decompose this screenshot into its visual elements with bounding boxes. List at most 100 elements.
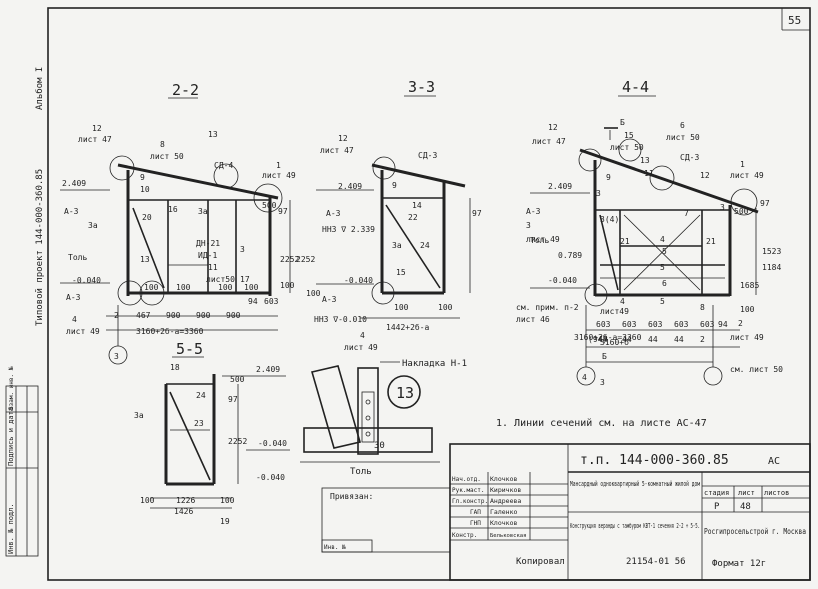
node-title: 13 xyxy=(396,384,414,402)
annotation-label: 12 xyxy=(700,171,710,180)
annotation-label: 13 xyxy=(140,255,150,264)
annotation-label: 20 xyxy=(142,213,152,222)
annotation-label: 3 xyxy=(596,189,601,198)
annotation-label: 100 xyxy=(280,281,295,290)
brace xyxy=(169,391,211,481)
annotation-label: 900 xyxy=(166,311,181,320)
strip-sign-label: Подпись и дата xyxy=(7,407,15,466)
annotation-label: 3 xyxy=(600,378,605,387)
annotation-label: Толь xyxy=(350,467,372,477)
annotation-label: 13 xyxy=(208,130,218,139)
annotation-label: 94 xyxy=(248,297,258,306)
annotation-label: лист 47 xyxy=(78,135,112,144)
project-label: Типовой проект 144-000-360.85 xyxy=(35,169,45,326)
callout-circle xyxy=(730,188,758,216)
bolt xyxy=(365,399,371,405)
annotation-label: 4 xyxy=(660,235,665,244)
annotation-label: лист 50 xyxy=(610,143,644,152)
annotation-label: 3 xyxy=(240,245,245,254)
annotation-label: 3160+2б-а=3360 xyxy=(574,332,642,342)
annotation-label: 9 xyxy=(392,181,397,190)
annotation-label: 100 xyxy=(140,496,155,505)
doc-suffix: АС xyxy=(768,456,780,467)
annotation-label: 8 xyxy=(160,140,165,149)
annotation-label: 100 xyxy=(244,283,259,292)
annotation-label: 11 xyxy=(644,169,654,178)
annotation-label: 900 xyxy=(226,311,241,320)
title-line-1: Мансардный одноквартирный 5-комнатный жи… xyxy=(570,480,701,488)
role-label: ГНП xyxy=(470,520,481,527)
annotation-label: 1 xyxy=(740,160,745,169)
annotation-label: 10 xyxy=(140,185,150,194)
callout-circle xyxy=(253,183,283,213)
annotation-label: СД-3 xyxy=(418,151,437,160)
annotation-label: 2252 xyxy=(228,437,247,446)
annotation-label: -0.040 xyxy=(548,276,577,285)
annotation-label: 3а xyxy=(392,241,402,250)
person-name: Галенко xyxy=(490,508,517,516)
annotation-label: 2252 xyxy=(296,255,315,264)
annotation-label: 3160+2б-а=3360 xyxy=(136,326,204,336)
annotation-label: 30 xyxy=(374,441,385,451)
annotation-label: 100 xyxy=(306,289,321,298)
annotation-label: -0.040 xyxy=(258,439,287,448)
annotation-label: 100 xyxy=(220,496,235,505)
annotation-label: 14 xyxy=(412,201,422,210)
callout-circle xyxy=(109,155,135,181)
annotation-label: лист 49 xyxy=(730,171,764,180)
annotation-label: лист 47 xyxy=(532,137,566,146)
annotation-label: 8 xyxy=(700,303,705,312)
axis-marker xyxy=(703,366,723,386)
annotation-label: 1685 xyxy=(740,281,759,290)
annotation-label: 100 xyxy=(438,303,453,312)
annotation-label: 603 xyxy=(648,320,663,329)
annotation-label: 1426 xyxy=(174,507,193,516)
annotation-label: 2 xyxy=(114,311,119,320)
role-label: ГАП xyxy=(470,509,481,516)
annotation-label: 3а xyxy=(134,411,144,420)
annotation-label: СД-4 xyxy=(214,161,233,170)
annotation-label: лист49 xyxy=(600,307,629,316)
sheet-header: лист xyxy=(738,489,755,497)
title-line-2: Конструкция веранды с тамбуром КВТ-1 сеч… xyxy=(570,522,700,530)
annotation-label: 603 xyxy=(264,297,279,306)
copied-label: Копировал xyxy=(516,557,565,567)
person-name: Бельковская xyxy=(490,533,526,539)
annotation-label: 97 xyxy=(228,395,238,404)
annotation-label: 100 xyxy=(740,305,755,314)
annotation-label: 1184 xyxy=(762,263,781,272)
inv-label: Инв. № xyxy=(324,544,346,551)
roof-rafter xyxy=(117,163,279,200)
annotation-label: 5 xyxy=(662,247,667,256)
annotation-label: Толь xyxy=(530,236,549,245)
annotation-label: -0.040 xyxy=(72,276,101,285)
annotation-label: 97 xyxy=(472,209,482,218)
org-name: Росгипросельстрой г. Москва xyxy=(704,527,806,536)
left-strip xyxy=(5,385,39,557)
brace xyxy=(385,204,441,289)
annotation-label: 44 xyxy=(674,335,684,344)
annotation-label: 3а xyxy=(88,221,98,230)
annotation-label: 5 xyxy=(660,297,665,306)
annotation-label: Б xyxy=(620,118,625,127)
annotation-label: 15 xyxy=(396,268,406,277)
person-name: Клочков xyxy=(490,475,517,483)
annotation-label: 13 xyxy=(640,156,650,165)
doc-code: т.п. 144-000-360.85 xyxy=(580,453,729,468)
brace xyxy=(599,214,619,291)
callout-circle xyxy=(371,281,395,305)
annotation-label: лист 49 xyxy=(526,235,560,244)
annotation-label: лист 50 xyxy=(150,152,184,161)
annotation-label: лист 49 xyxy=(730,333,764,342)
inventory-number: 21154-01 56 xyxy=(626,557,686,567)
binding-block: Привязан: Инв. № xyxy=(321,487,451,553)
callout-circle xyxy=(372,156,396,180)
stage-header: стадия xyxy=(704,489,729,497)
node-callout xyxy=(387,375,421,409)
annotation-label: 97 xyxy=(278,207,288,216)
